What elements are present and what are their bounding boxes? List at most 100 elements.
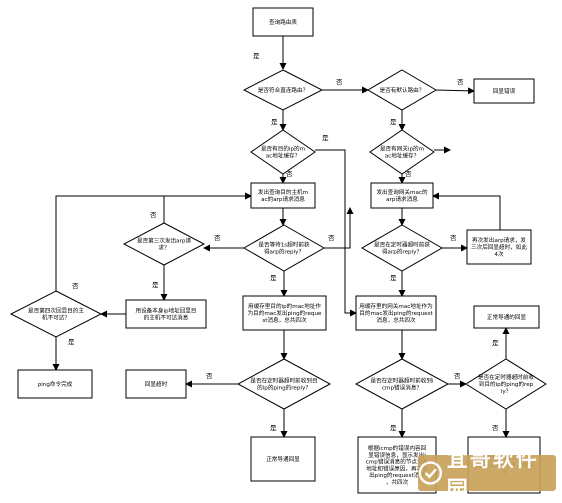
node-text: 正常导通的回显 [487,313,527,321]
process-box [125,369,187,399]
logo-icon [418,461,442,485]
node-default: 是否有默认路由？ [367,69,437,111]
node-text: 回显错误 [493,87,516,95]
process-box [125,299,207,329]
node-text: 回显超时 [145,380,168,388]
edge-label-no: 否 [72,282,79,290]
watermark: 宜哥软件园 [418,447,556,501]
decision-diamond [242,69,324,111]
edge-label-no: 否 [405,170,412,178]
node-start: 查询路由表 [252,7,314,37]
node-direct: 是否符合直连路由？ [242,69,324,111]
edge-label-no: 否 [286,170,293,178]
watermark-text: 宜哥软件园 [446,447,539,501]
node-third: 是否第三次发出arp请求？ [122,222,206,266]
edge-arrow-20 [324,207,354,249]
edge-label-no: 否 [328,234,335,242]
edge-labels: 是否否是是否否是否否是否是是是否否否是是否是否 [68,52,499,432]
edges [52,36,510,438]
node-normal1: 正常导通回显 [250,436,316,482]
node-pingdone: ping命令完成 [17,369,93,399]
node-wait2: 是否在定时器超时前获得arp的reply？ [360,224,444,272]
node-text: 正常导通回显 [266,455,300,463]
process-box [473,305,540,329]
node-wait1: 是否等待1s超时前获得arp的reply？ [242,224,326,272]
edge-label-yes: 是 [270,274,277,282]
decision-diamond [242,224,326,272]
edge-label-yes: 是 [390,424,397,432]
process-box [250,182,316,209]
decision-diamond [122,222,206,266]
process-box [242,295,327,331]
process-box [466,229,532,265]
process-box [17,369,93,399]
node-tmr1: 是否在定时器超时前收到目的ip的ping的reply？ [236,358,332,410]
edge-label-no: 否 [450,234,457,242]
process-box [355,295,437,331]
process-box [370,182,434,209]
process-box [473,78,535,104]
edge-label-yes: 是 [253,52,260,60]
node-text: 是否符合直连路由？ [258,86,308,94]
process-box [252,7,314,37]
node-fourth: 是否第四次回显目的主机不可达？ [9,290,103,338]
decision-diamond [369,129,435,175]
node-err: 回显错误 [473,78,535,104]
node-text: 是否有默认路由？ [380,86,425,94]
decision-diamond [250,129,316,175]
edge-label-yes: 是 [322,134,329,142]
node-unreach: 用设备本身ip地址回显目的主机不可达消息 [125,299,207,329]
edge-label-yes: 是 [492,339,499,347]
edge-arrow-13 [163,192,252,223]
edge-label-yes: 是 [152,281,159,289]
edge-label-no: 否 [150,211,157,219]
edge-arrow-3 [435,87,475,95]
decision-diamond [354,358,450,410]
edge-arrow-8 [315,149,357,317]
process-box [250,436,316,482]
edge-label-no: 否 [492,424,499,432]
edge-label-yes: 是 [271,118,278,126]
node-text: 是否在定时器超时前收到目的ip的ping的reply？ [250,377,317,392]
node-text: 是否第三次发出arp请求？ [137,237,191,252]
node-normal2: 正常导通的回显 [473,305,540,329]
decision-diamond [9,290,103,338]
edge-label-yes: 是 [390,118,397,126]
decision-diamond [465,358,547,410]
edge-label-no: 否 [336,78,343,86]
edge-arrow-22 [432,192,501,230]
node-text: 是否第四次回显目的主机不可达？ [28,307,84,322]
decision-diamond [367,69,437,111]
edge-label-no: 否 [454,372,461,380]
decision-diamond [360,224,444,272]
node-text: 是否在定时器超时前获得arp的reply？ [374,241,430,256]
edge-label-no: 否 [214,234,221,242]
edge-label-no: 否 [457,78,464,86]
edge-label-yes: 是 [390,274,397,282]
node-text: ping命令完成 [38,380,73,388]
node-text: 用设备本身ip地址回显目的主机不可达消息 [135,307,196,322]
node-text: 是否等待1s超时前获得arp的reply？ [258,241,310,256]
node-text: 查询路由表 [269,18,297,26]
